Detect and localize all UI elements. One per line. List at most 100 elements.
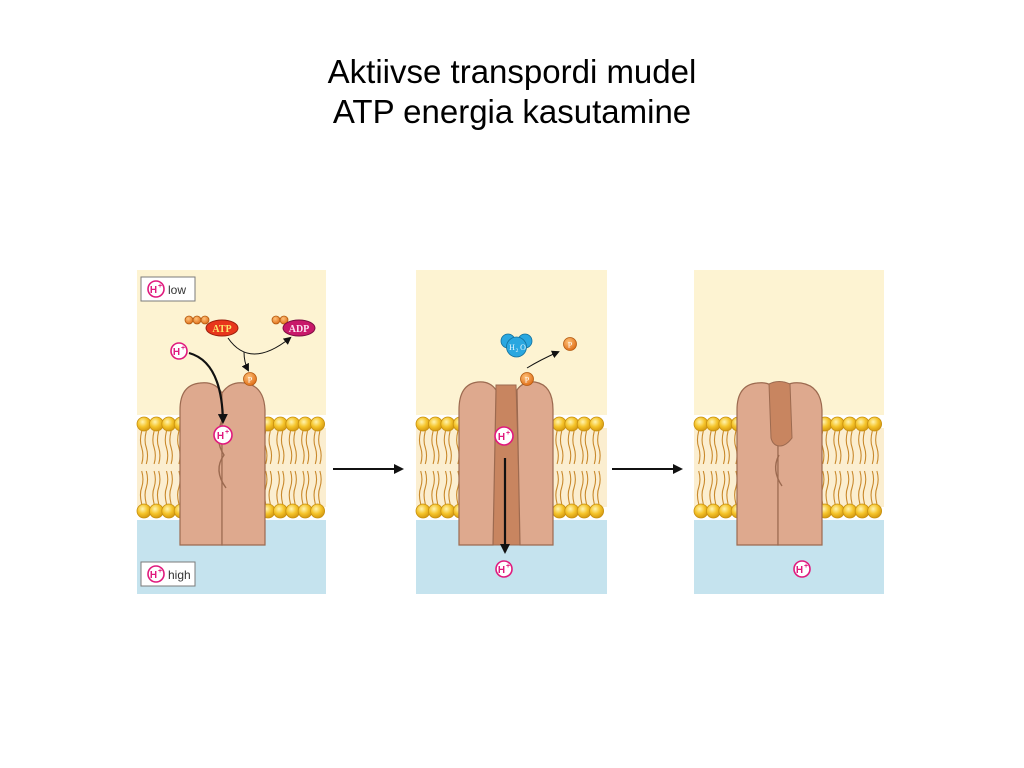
lipid-tail [318,430,322,465]
lipid-tail [580,470,584,505]
lipid-tail [833,430,837,465]
lipid-tail [280,430,285,465]
lipid-tail [448,430,452,465]
lipid-tail [870,470,875,505]
lipid-head [440,503,456,519]
atp-label: ATP [212,324,231,335]
title-line-1: Aktiivse transpordi mudel [327,53,697,90]
lipid-tail [443,470,448,505]
panel-1: H + low H + high ATP ADP [136,270,326,594]
lipid-head [161,416,177,432]
lipid-tail [709,470,713,505]
lipid-tail [870,430,875,465]
lipid-tail [139,470,144,505]
svg-text:H: H [796,565,803,576]
svg-text:+: + [506,563,510,570]
lipid-tail [709,430,713,465]
lipid-tail [152,470,156,505]
lipid-tail [276,430,280,465]
lipid-tail [721,430,726,465]
svg-text:+: + [506,430,510,437]
lipid-tail [850,430,854,465]
lipid-tail [701,430,706,465]
svg-text:+: + [181,345,185,352]
lipid-head [589,503,604,519]
lipid-head [427,416,443,432]
lipid-tail [837,430,842,465]
lipid-tail [696,470,701,505]
lipid-tail [850,470,854,505]
panel-1-protein [179,382,266,546]
lipid-head [552,416,567,432]
adp-molecule: ADP [271,315,316,337]
lipid-tail [721,470,726,505]
title-line-2: ATP energia kasutamine [332,93,692,130]
lipid-tail [555,430,559,465]
ion-entry-arrow [188,351,228,424]
lipid-tail [156,470,161,505]
lipid-head [830,416,845,432]
lipid-tail [726,470,730,505]
lipid-tail [875,470,879,505]
svg-text:P: P [525,376,530,385]
lipid-tail [418,430,423,465]
panel-3: H + [693,270,884,594]
lipid-head [842,416,858,432]
svg-text:+: + [225,429,229,436]
lipid-head [272,503,288,519]
svg-text:H: H [498,565,505,576]
lipid-tail [152,430,156,465]
lipid-tail [435,430,440,465]
lipid-tail [268,470,273,505]
lipid-tail [423,430,428,465]
lipid-tail [435,470,440,505]
lipid-head [693,503,709,519]
lipid-tail [555,470,559,505]
lipid-tail [305,470,310,505]
ion-in-channel-2: H + [494,426,514,446]
lipid-tail [726,430,730,465]
lipid-head [718,503,734,519]
lipid-tail [169,430,173,465]
lipid-head [718,416,734,432]
lipid-tail [713,430,718,465]
atp-molecule: ATP [184,315,239,337]
lipid-head [867,503,882,519]
lipid-tail [139,430,144,465]
lipid-head [427,503,443,519]
lipid-head [564,503,580,519]
legend-low-ion: H [150,285,157,296]
lipid-head [310,503,326,519]
ion-inside-3: H + [793,560,811,578]
lipid-head [148,416,164,432]
legend-high-ion: H [150,570,157,581]
lipid-tail [825,470,830,505]
lipid-tail [592,430,597,465]
lipid-tail [280,470,285,505]
lipid-tail [305,430,310,465]
phosphate-bound-1: P [243,372,257,386]
phosphate-transfer-arrow [241,351,249,372]
lipid-head [854,416,870,432]
svg-text:+: + [804,563,808,570]
lipid-tail [696,430,701,465]
lipid-tail [572,470,576,505]
svg-text:+: + [158,283,162,290]
lipid-head [706,503,721,519]
lipid-head [297,503,313,519]
ion-outside-1: H + [170,342,188,360]
legend-low: H + low [140,276,196,302]
lipid-tail [293,470,297,505]
lipid-tail [318,470,322,505]
lipid-tail [875,430,879,465]
lipid-tail [567,470,572,505]
lipid-head [272,416,288,432]
svg-text:O: O [520,343,526,352]
lipid-head [576,416,592,432]
lipid-tail [313,430,318,465]
lipid-tail [825,430,830,465]
ion-in-channel-1: H + [213,425,233,445]
legend-high: H + high [140,561,196,587]
adp-label: ADP [289,324,310,335]
lipid-tail [584,430,589,465]
